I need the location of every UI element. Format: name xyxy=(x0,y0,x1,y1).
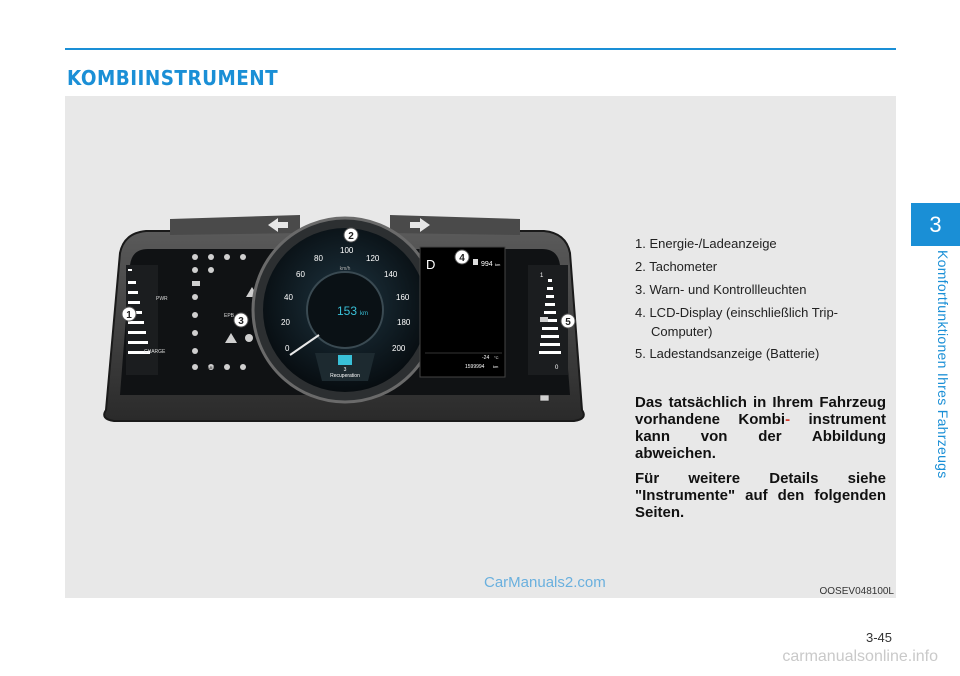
svg-text:120: 120 xyxy=(366,254,380,263)
chapter-tab: 3 xyxy=(911,203,960,246)
svg-text:5: 5 xyxy=(565,317,571,328)
legend-item: 3. Warn- und Kontrollleuchten xyxy=(635,282,807,297)
legend-item: 4. LCD-Display (einschließlich Trip-Comp… xyxy=(635,305,838,339)
instrument-cluster-illustration: PWR CHARGE 1 EPB ABS 3 0 20 40 60 80 100… xyxy=(103,215,585,422)
svg-text:994: 994 xyxy=(481,261,493,268)
arrow-left-icon xyxy=(268,218,288,232)
svg-text:40: 40 xyxy=(284,293,293,302)
marker-1 xyxy=(121,306,137,322)
pwr-label: PWR xyxy=(156,296,168,302)
svg-text:2: 2 xyxy=(348,231,354,242)
marker-4 xyxy=(454,249,470,265)
needle xyxy=(289,334,320,356)
turn-left-bar xyxy=(170,215,300,235)
page-number: 3-45 xyxy=(865,630,892,645)
legend-item: 2. Tachometer xyxy=(635,259,718,274)
svg-text:0: 0 xyxy=(555,365,559,371)
svg-text:Recuperation: Recuperation xyxy=(330,373,360,379)
svg-text:0: 0 xyxy=(285,344,290,353)
svg-text:1: 1 xyxy=(540,273,544,279)
svg-text:20: 20 xyxy=(281,318,290,327)
warning-lights: EPB ABS xyxy=(192,254,258,370)
top-rule xyxy=(65,48,896,50)
svg-text:-24: -24 xyxy=(482,355,489,361)
svg-text:200: 200 xyxy=(392,344,406,353)
marker-5 xyxy=(560,313,576,329)
svg-text:km/h: km/h xyxy=(340,266,351,272)
marker-2 xyxy=(343,227,359,243)
svg-text:60: 60 xyxy=(296,270,305,279)
footer-watermark: carmanualsonline.info xyxy=(782,648,938,665)
section-title: KOMBIINSTRUMENT xyxy=(67,66,279,90)
legend-list: 1. Energie-/Ladeanzeige 2. Tachometer 3.… xyxy=(635,232,887,365)
disclaimer-note: Das tatsächlich in Ihrem Fahrzeug vorhan… xyxy=(635,394,886,529)
turn-right-bar xyxy=(390,215,520,235)
epb-label: EPB xyxy=(224,313,235,319)
legend-item: 1. Energie-/Ladeanzeige xyxy=(635,236,777,251)
svg-text:km: km xyxy=(360,311,368,317)
svg-text:180: 180 xyxy=(397,318,411,327)
svg-text:1599994: 1599994 xyxy=(465,364,485,370)
lcd-display: D 994 km -24 °C 1599994 km xyxy=(419,246,506,378)
recuperation-box xyxy=(315,353,375,381)
charge-label: CHARGE xyxy=(144,349,166,355)
svg-text:km: km xyxy=(495,262,501,267)
speedometer: 0 20 40 60 80 100 120 140 160 180 200 km… xyxy=(251,216,439,404)
marker-3 xyxy=(233,312,249,328)
abs-label: ABS xyxy=(207,365,215,370)
disclaimer-paragraph: Das tatsächlich in Ihrem Fahrzeug vorhan… xyxy=(635,394,886,462)
reference-paragraph: Für weitere Details siehe "Instrumente" … xyxy=(635,470,886,521)
chapter-title: Komfortfunktionen Ihres Fahrzeugs xyxy=(935,250,951,479)
svg-text:3: 3 xyxy=(344,367,347,373)
gear-indicator: D xyxy=(426,257,435,272)
svg-text:km: km xyxy=(493,364,499,369)
arrow-right-icon xyxy=(410,218,430,232)
svg-text:1: 1 xyxy=(126,310,132,321)
svg-text:160: 160 xyxy=(396,293,410,302)
svg-text:100: 100 xyxy=(340,246,354,255)
legend-item: 5. Ladestandsanzeige (Batterie) xyxy=(635,346,820,361)
figure-code: OOSEV048100L xyxy=(819,586,895,597)
svg-text:3: 3 xyxy=(238,316,244,327)
svg-text:80: 80 xyxy=(314,254,323,263)
watermark[interactable]: CarManuals2.com xyxy=(484,574,606,591)
svg-text:140: 140 xyxy=(384,270,398,279)
range-value: 153 xyxy=(337,304,357,318)
svg-text:°C: °C xyxy=(494,355,499,360)
svg-text:4: 4 xyxy=(459,253,465,264)
